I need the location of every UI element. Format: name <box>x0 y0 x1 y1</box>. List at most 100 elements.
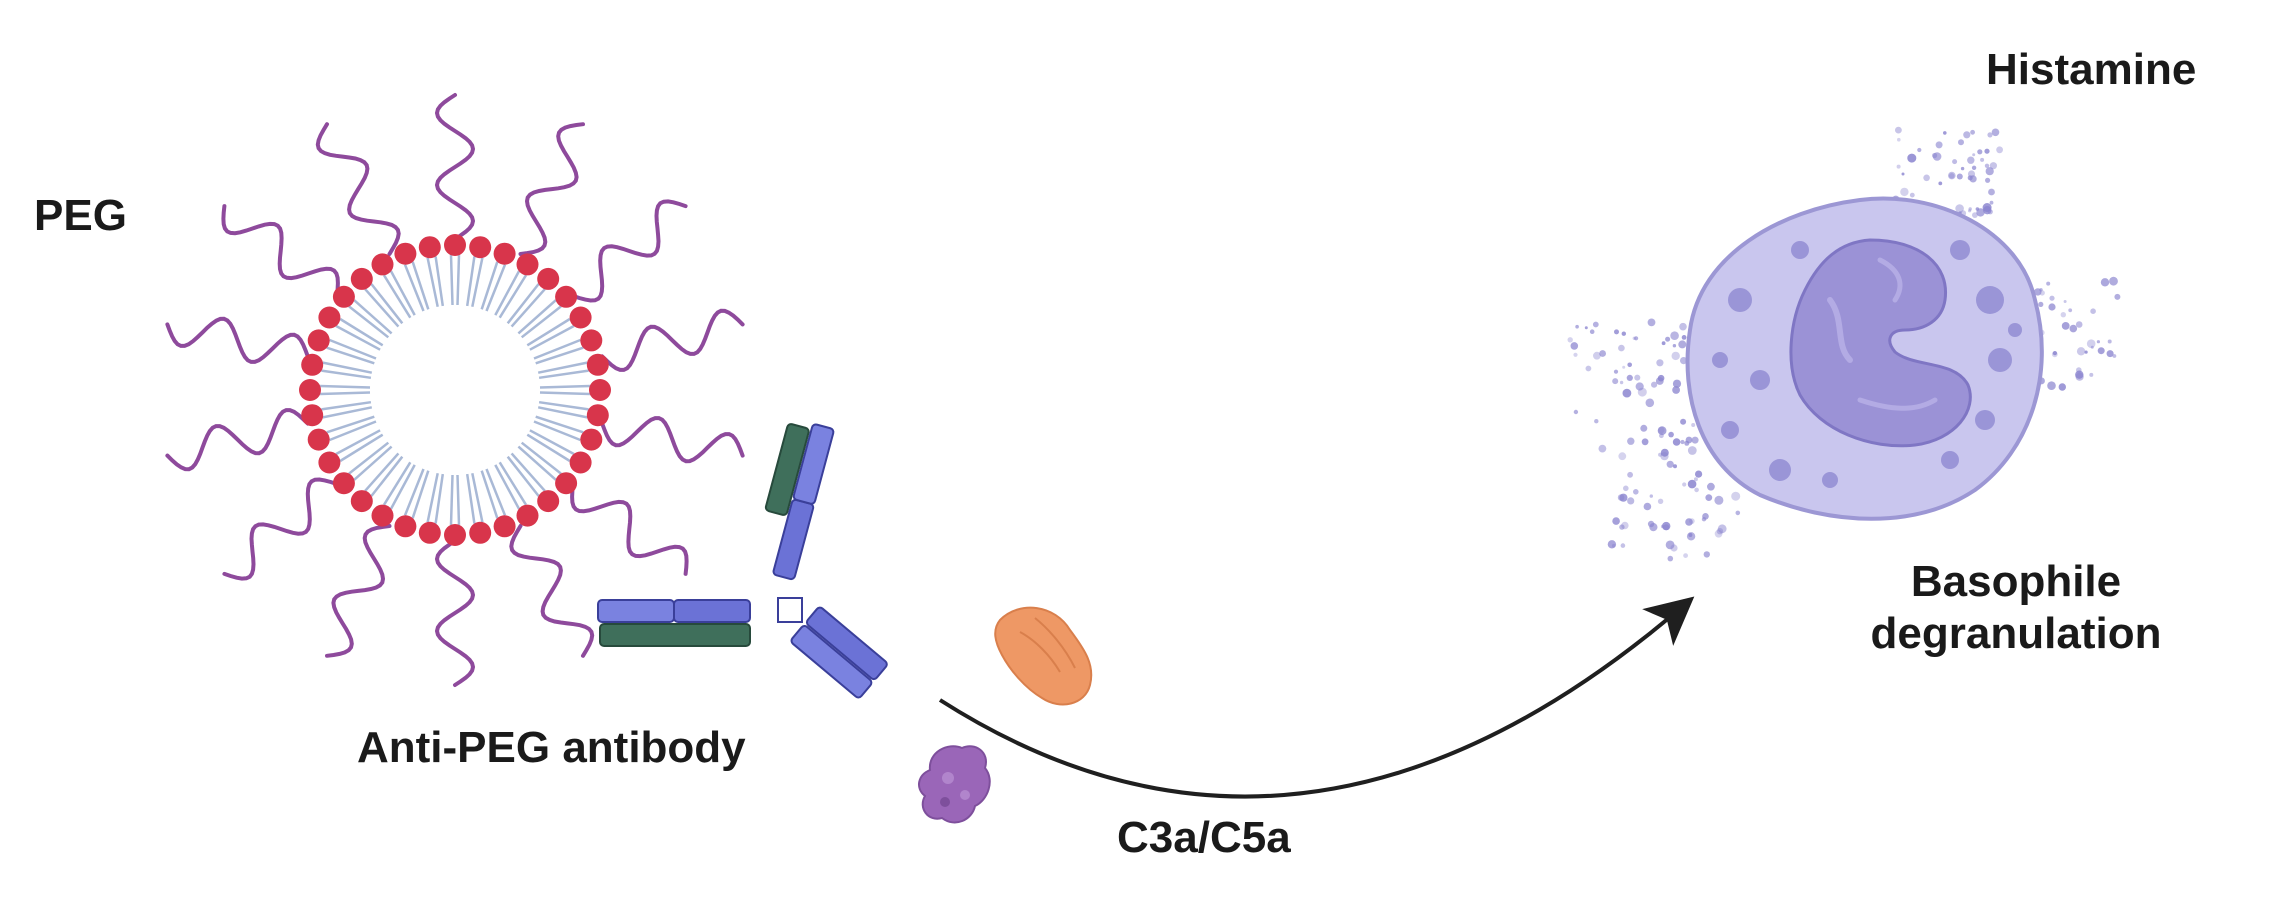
histamine-dot <box>2076 347 2086 356</box>
peg-label: PEG <box>34 191 127 240</box>
histamine-dot <box>1895 126 1902 134</box>
basophil-cell-icon <box>1685 196 2044 521</box>
lipid-tail <box>411 261 430 310</box>
lipid-head <box>318 306 341 329</box>
cell-granule <box>1950 240 1970 260</box>
lipid-head <box>307 428 330 451</box>
peg-chain <box>570 482 689 576</box>
lipid-tail <box>329 338 377 360</box>
histamine-dot <box>1658 426 1665 434</box>
peg-chain <box>571 199 688 303</box>
lipid-head <box>580 329 603 352</box>
histamine-dot <box>1632 336 1637 340</box>
histamine-dot <box>2107 339 2112 344</box>
peg-chain <box>600 308 745 372</box>
histamine-dot <box>1685 518 1693 526</box>
lipid-tail <box>471 472 484 523</box>
histamine-dot <box>1901 172 1905 176</box>
histamine-dot <box>1988 188 1995 196</box>
histamine-dot <box>2046 281 2051 286</box>
histamine-dot <box>2034 288 2042 296</box>
histamine-dot <box>1573 352 1578 357</box>
lipid-head <box>569 451 592 474</box>
histamine-dot <box>1943 131 1947 135</box>
histamine-dot <box>1731 491 1741 501</box>
histamine-dot <box>2090 308 2096 315</box>
histamine-dot <box>2097 347 2105 355</box>
lipid-tail <box>403 468 425 516</box>
histamine-dot <box>2114 293 2121 300</box>
histamine-dot <box>1678 340 1687 349</box>
histamine-dot <box>2060 312 2066 318</box>
histamine-dot <box>1980 157 1985 162</box>
lipid-head <box>555 472 578 495</box>
lipid-tail <box>517 445 557 481</box>
histamine-granule-dots <box>1567 126 2121 562</box>
histamine-dot <box>1593 351 1601 360</box>
cell-granule <box>1750 370 1770 390</box>
histamine-dot <box>1623 485 1629 492</box>
histamine-dot <box>1976 208 1985 217</box>
histamine-dot <box>1987 132 1993 138</box>
histamine-dot <box>2048 303 2056 311</box>
histamine-dot <box>2063 300 2067 303</box>
histamine-dot <box>2086 339 2096 349</box>
histamine-dot <box>1659 433 1664 439</box>
histamine-dot <box>1996 146 2003 154</box>
lipid-tail <box>520 305 562 339</box>
lipid-tail <box>529 324 575 351</box>
lipid-tail <box>537 406 588 419</box>
lipid-tail <box>434 473 445 524</box>
histamine-dot <box>1622 388 1632 398</box>
lipid-tail <box>321 369 372 380</box>
cell-granule <box>1975 410 1995 430</box>
histamine-dot <box>1575 324 1579 329</box>
basophile-label-line1: Basophile <box>1910 557 2122 606</box>
histamine-dot <box>1665 336 1671 342</box>
histamine-dot <box>1634 336 1639 341</box>
histamine-dot <box>2100 278 2110 287</box>
histamine-dot <box>1619 380 1624 385</box>
peg-chain <box>509 524 595 658</box>
lipid-tail <box>471 257 484 308</box>
lipid-head <box>318 451 341 474</box>
lipid-tail <box>506 455 540 497</box>
lipid-head <box>555 285 578 308</box>
lipid-tail <box>526 317 571 347</box>
lipid-tail <box>538 369 589 380</box>
lipid-tail <box>498 274 528 319</box>
histamine-dot <box>1657 426 1667 436</box>
curved-arrow-icon <box>938 596 1695 799</box>
lipid-head <box>586 353 609 376</box>
histamine-dot <box>1633 489 1639 495</box>
lipid-tail <box>320 391 371 396</box>
histamine-dot <box>1567 337 1573 343</box>
histamine-dot <box>1592 321 1599 328</box>
lipid-tail <box>403 264 425 312</box>
histamine-dot <box>1665 540 1675 550</box>
histamine-dot <box>1598 444 1607 453</box>
lipid-tail <box>353 299 393 335</box>
histamine-dot <box>1691 436 1699 444</box>
histamine-dot <box>1661 341 1666 346</box>
cell-granule <box>1728 288 1752 312</box>
peg-chain <box>222 477 339 581</box>
histamine-dot <box>1599 350 1606 357</box>
histamine-dot <box>1672 344 1677 348</box>
histamine-dot <box>1687 446 1697 455</box>
lipid-head <box>493 242 516 265</box>
histamine-dot <box>1657 498 1664 504</box>
histamine-dot <box>1662 521 1671 531</box>
cell-granules <box>1712 240 2022 488</box>
lipid-tail <box>498 461 528 506</box>
histamine-dot <box>2047 381 2056 391</box>
histamine-dot <box>1679 322 1687 331</box>
histamine-dot <box>2109 276 2118 286</box>
cell-granule <box>1976 286 2004 314</box>
cell-granule <box>1822 472 1838 488</box>
histamine-dot <box>1619 524 1625 530</box>
histamine-dot <box>1647 318 1656 327</box>
histamine-dot <box>1585 365 1592 372</box>
lipid-tail <box>411 470 430 519</box>
